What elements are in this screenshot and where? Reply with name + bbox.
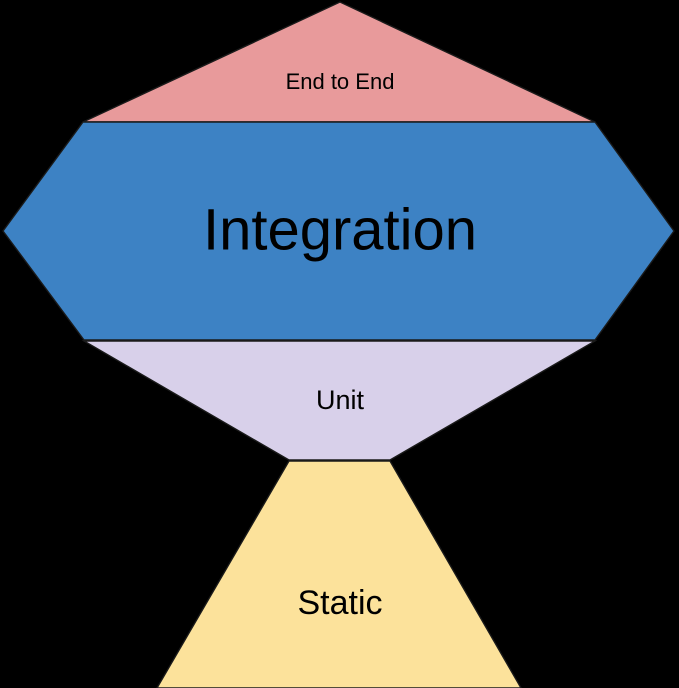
unit-label: Unit	[316, 385, 365, 415]
layer-integration[interactable]: Integration	[2, 121, 675, 341]
layer-static[interactable]: Static	[156, 460, 522, 688]
static-label: Static	[297, 584, 382, 622]
layer-unit[interactable]: Unit	[81, 340, 598, 461]
integration-label: Integration	[203, 197, 477, 262]
integration-shape[interactable]	[2, 121, 675, 341]
unit-shape[interactable]	[81, 340, 598, 461]
end-to-end-label: End to End	[286, 69, 395, 94]
static-shape[interactable]	[156, 460, 522, 688]
